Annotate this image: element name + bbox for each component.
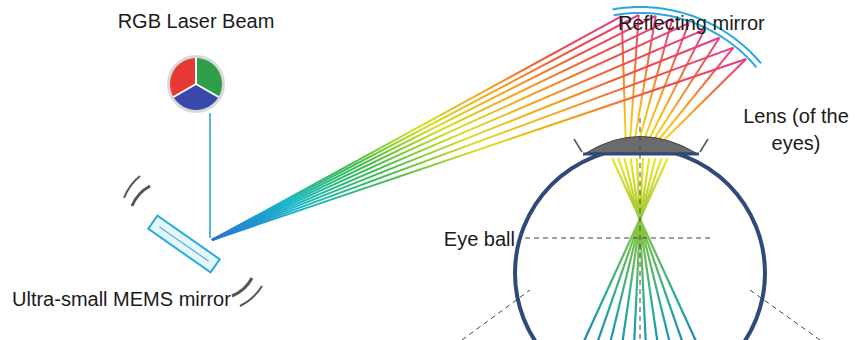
axis-line	[640, 118, 641, 340]
retina-ray	[568, 158, 667, 340]
mems-mirror	[148, 216, 219, 273]
laser-rays	[212, 15, 746, 240]
retina-ray	[615, 158, 649, 340]
eye-lens	[586, 137, 696, 154]
reflected-ray	[647, 38, 719, 150]
incident-ray	[212, 19, 672, 240]
incident-ray	[212, 30, 705, 240]
eyelid-mark	[700, 139, 708, 152]
incident-ray	[212, 16, 622, 240]
reflected-ray	[651, 48, 734, 150]
axis-line	[525, 238, 712, 239]
vibration-arc	[132, 186, 150, 206]
incident-ray	[212, 23, 689, 240]
incident-ray	[212, 15, 639, 240]
field-line	[462, 290, 530, 340]
cornea-line	[583, 153, 699, 156]
eyelid-mark	[574, 139, 582, 152]
vibration-arc	[124, 176, 140, 198]
mems-label: Ultra-small MEMS mirror	[12, 286, 282, 313]
rgb-laser-source	[167, 55, 225, 113]
eyeball-label: Eye ball	[385, 226, 515, 253]
lens-label: Lens (of the eyes)	[730, 103, 862, 157]
incident-ray	[212, 16, 656, 240]
incident-ray	[212, 48, 733, 240]
source-label: RGB Laser Beam	[90, 8, 302, 35]
retina-ray	[583, 158, 662, 340]
vibration-arc	[240, 286, 262, 306]
incident-ray	[212, 59, 746, 240]
vibration-arc	[232, 278, 252, 296]
mirror-label: Reflecting mirror	[618, 10, 818, 37]
reflected-ray	[654, 59, 746, 150]
field-line	[750, 290, 820, 340]
reflected-ray	[622, 16, 626, 150]
laser-beam	[209, 113, 211, 238]
